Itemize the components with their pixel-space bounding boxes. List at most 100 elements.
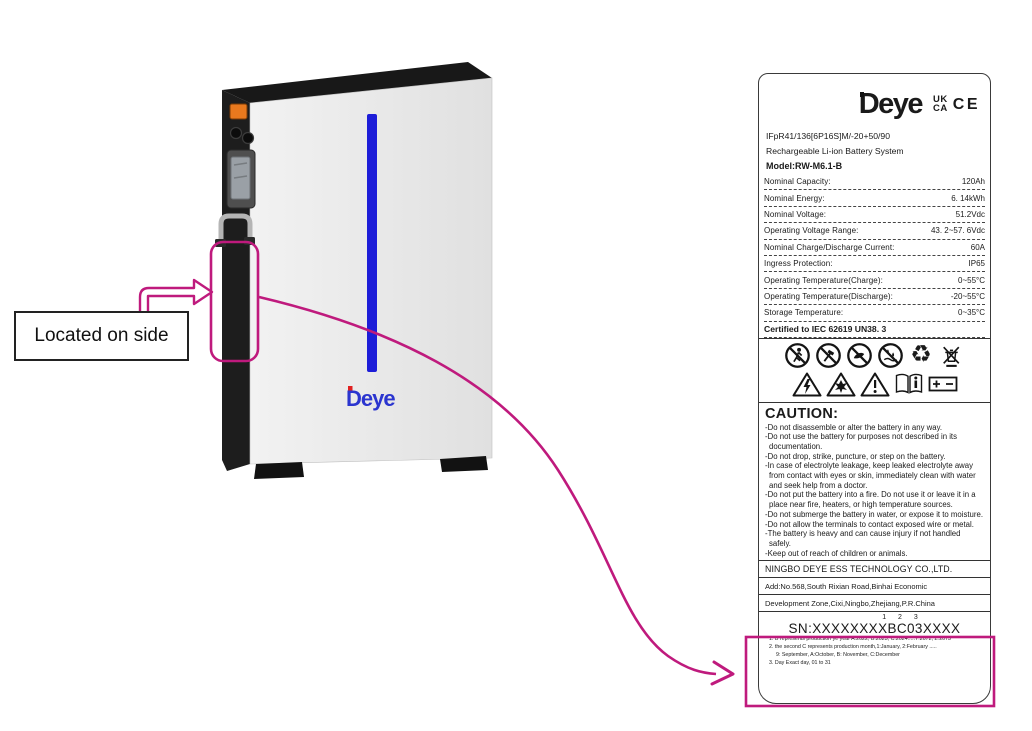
spec-value: 120Ah bbox=[961, 177, 985, 187]
spec-value: -20~55°C bbox=[950, 291, 985, 301]
certified-line: Certified to IEC 62619 UN38. 3 bbox=[764, 322, 985, 338]
type-code: IFpR41/136[6P16S]M/-20+50/90 bbox=[766, 131, 890, 141]
spec-value: 43. 2~57. 6Vdc bbox=[930, 226, 985, 236]
deye-logo-text: Deye bbox=[858, 88, 924, 120]
safety-icons-row1: ♻ bbox=[763, 342, 986, 369]
spec-row-current: Nominal Charge/Discharge Current: 60A bbox=[764, 240, 985, 256]
recycle-icon: ♻ bbox=[910, 341, 932, 369]
spec-table: Nominal Capacity: 120Ah Nominal Energy: … bbox=[759, 174, 990, 322]
side-connector-window bbox=[230, 156, 251, 200]
side-label-highlight bbox=[209, 240, 260, 363]
spec-name: Operating Temperature(Discharge): bbox=[764, 291, 893, 301]
certification-marks: UK CA CE bbox=[933, 94, 980, 114]
battery-front-face bbox=[249, 77, 493, 465]
spec-name: Ingress Protection: bbox=[764, 259, 833, 269]
spec-value: 60A bbox=[970, 242, 985, 252]
spec-row-temp-charge: Operating Temperature(Charge): 0~55°C bbox=[764, 272, 985, 289]
read-manual-icon bbox=[894, 371, 924, 397]
address-line-2: Development Zone,Cixi,Ningbo,Zhejiang,P.… bbox=[759, 594, 990, 611]
battery-side-panel bbox=[222, 90, 250, 471]
general-warning-icon bbox=[860, 371, 890, 398]
battery-top-face bbox=[222, 62, 492, 103]
orange-connector bbox=[229, 103, 248, 120]
no-step-icon bbox=[784, 342, 811, 369]
no-strike-icon bbox=[815, 342, 842, 369]
deye-logo: Deye bbox=[858, 88, 924, 120]
connector-slot-line bbox=[233, 175, 248, 179]
spec-row-voltage: Nominal Voltage: 51.2Vdc bbox=[764, 207, 985, 224]
weee-bin-icon bbox=[938, 342, 965, 369]
manufacturer-section: NINGBO DEYE ESS TECHNOLOGY CO.,LTD. Add:… bbox=[759, 560, 990, 611]
spec-row-temp-discharge: Operating Temperature(Discharge): -20~55… bbox=[764, 289, 985, 306]
spec-value: IP65 bbox=[968, 259, 985, 269]
caution-item: -The battery is heavy and can cause inju… bbox=[765, 529, 961, 548]
logo-red-dot bbox=[348, 386, 353, 391]
sn-note: 9: September, A:October, B: November, C:… bbox=[776, 651, 900, 658]
spec-row-energy: Nominal Energy: 6. 14kWh bbox=[764, 190, 985, 207]
handle-mount bbox=[244, 237, 255, 245]
spec-row-voltage-range: Operating Voltage Range: 43. 2~57. 6Vdc bbox=[764, 223, 985, 240]
battery-polarity-icon bbox=[928, 375, 958, 393]
company-name: NINGBO DEYE ESS TECHNOLOGY CO.,LTD. bbox=[759, 560, 990, 577]
spec-name: Nominal Voltage: bbox=[764, 209, 827, 219]
spec-name: Nominal Energy: bbox=[764, 193, 825, 203]
caution-item: -Do not use the battery for purposes not… bbox=[765, 432, 957, 451]
caution-item: -Keep out of reach of children or animal… bbox=[765, 548, 908, 558]
caution-item: -Do not submerge the battery in water, o… bbox=[765, 509, 983, 519]
side-handle bbox=[218, 213, 253, 243]
battery-body: Deye bbox=[215, 62, 493, 479]
spec-name: Operating Voltage Range: bbox=[764, 226, 859, 236]
electric-shock-warning-icon bbox=[792, 371, 822, 398]
address-line-1: Add:No.568,South Rixian Road,Binhai Econ… bbox=[759, 577, 990, 594]
caution-section: CAUTION: -Do not disassemble or alter th… bbox=[759, 403, 990, 561]
spec-row-storage-temp: Storage Temperature: 0~35°C bbox=[764, 305, 985, 322]
logo-dot bbox=[859, 92, 865, 97]
model-label: Model: bbox=[766, 161, 795, 171]
round-connector-1 bbox=[229, 126, 243, 140]
battery-logo-text: Deye bbox=[346, 386, 395, 411]
sn-note: 3. Day Exact day, 01 to 31 bbox=[769, 659, 831, 666]
caution-item: -Do not allow the terminals to contact e… bbox=[765, 519, 974, 529]
ce-mark: CE bbox=[952, 95, 980, 113]
caution-item: -In case of electrolyte leakage, keep le… bbox=[765, 461, 976, 490]
model-value: RW-M6.1-B bbox=[795, 161, 843, 171]
no-wet-icon bbox=[877, 342, 904, 369]
explosion-warning-icon bbox=[826, 371, 856, 398]
sn-position-digits: 1 2 3 bbox=[882, 614, 923, 622]
connector-slot-line bbox=[233, 162, 248, 166]
battery-foot-left bbox=[254, 462, 304, 479]
spec-name: Storage Temperature: bbox=[764, 308, 844, 318]
sn-note: 1. B represents production ye year A:202… bbox=[769, 636, 951, 643]
spec-value: 0~55°C bbox=[958, 275, 985, 285]
spec-value: 6. 14kWh bbox=[951, 193, 985, 203]
serial-number-section: 1 2 3 SN:XXXXXXXXBC03XXXX 1. B represent… bbox=[759, 611, 990, 667]
handle-mount bbox=[215, 239, 226, 247]
battery-spec-label: Deye UK CA CE IFpR41/136[6P16S]M/-20+50/… bbox=[758, 73, 991, 704]
caution-item: -Do not put the battery into a fire. Do … bbox=[765, 490, 976, 510]
model-line: Model:RW-M6.1-B bbox=[766, 159, 983, 174]
safety-icons-row2 bbox=[763, 371, 986, 398]
battery-foot-right bbox=[440, 456, 488, 472]
safety-icons-section: ♻ bbox=[759, 337, 990, 403]
label-codes: IFpR41/136[6P16S]M/-20+50/90 Rechargeabl… bbox=[759, 127, 990, 174]
product-type: Rechargeable Li-ion Battery System bbox=[766, 146, 904, 156]
ukca-line2: CA bbox=[933, 102, 948, 114]
spec-name: Operating Temperature(Charge): bbox=[764, 275, 883, 285]
spec-value: 0~35°C bbox=[958, 308, 985, 318]
curved-pointer-arrow bbox=[258, 295, 735, 686]
sn-note: 2. the second C represents production mo… bbox=[769, 644, 937, 651]
caution-item: -Do not drop, strike, puncture, or step … bbox=[765, 451, 946, 461]
caution-item: -Do not disassemble or alter the battery… bbox=[765, 422, 943, 432]
spec-name: Nominal Charge/Discharge Current: bbox=[764, 242, 895, 252]
caution-title: CAUTION: bbox=[765, 405, 839, 422]
no-touch-icon bbox=[846, 342, 873, 369]
ukca-line1: UK bbox=[933, 94, 948, 105]
blue-led-strip bbox=[367, 114, 377, 372]
label-header: Deye UK CA CE bbox=[759, 74, 990, 127]
callout-text: Located on side bbox=[34, 325, 169, 346]
located-on-side-callout: Located on side bbox=[14, 311, 189, 361]
spec-value: 51.2Vdc bbox=[955, 209, 985, 219]
callout-arrow bbox=[138, 278, 214, 315]
spec-row-ingress: Ingress Protection: IP65 bbox=[764, 256, 985, 273]
